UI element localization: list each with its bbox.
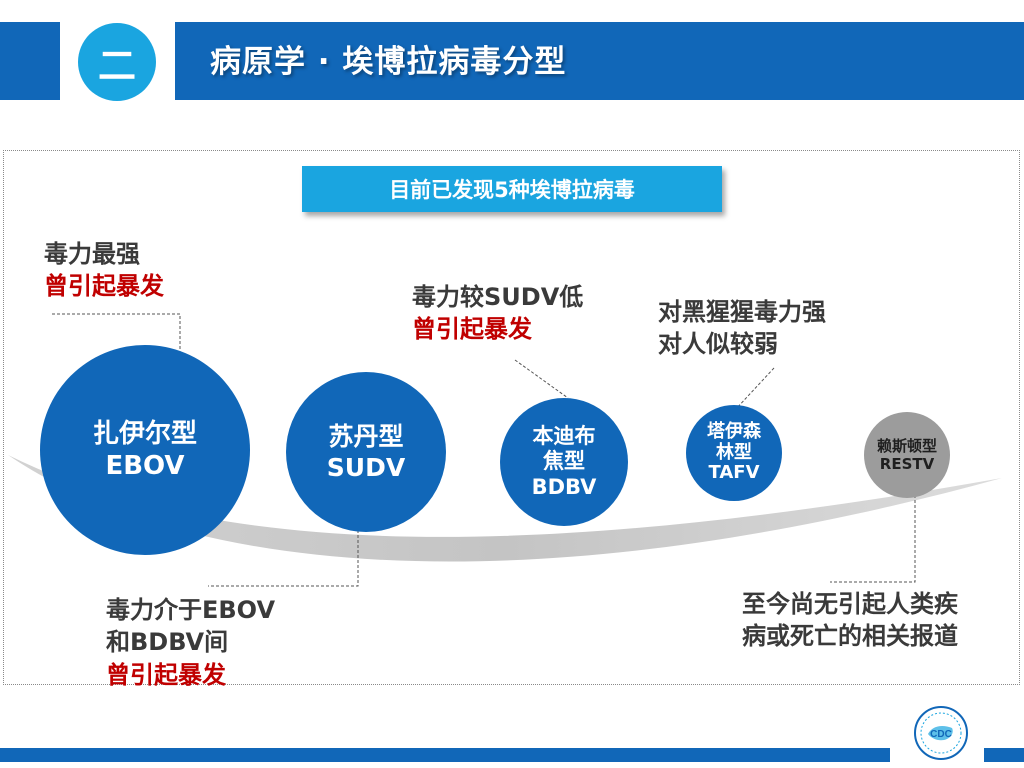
- leader-bdbv: [514, 359, 569, 399]
- strain-restv-name: 赖斯顿型: [876, 437, 937, 455]
- note-ebov: 毒力最强 曾引起暴发: [44, 238, 164, 303]
- strain-restv-code: RESTV: [879, 455, 935, 473]
- strain-ebov-circle: 扎伊尔型 EBOV: [40, 345, 250, 555]
- strain-tafv-code: TAFV: [708, 462, 760, 484]
- logo-text: CDC: [930, 729, 952, 740]
- cdc-logo-icon: CDC: [914, 706, 968, 760]
- leader-sudv: [208, 530, 359, 587]
- note-restv: 至今尚无引起人类疾 病或死亡的相关报道: [742, 588, 958, 653]
- note-sudv-line1: 毒力介于EBOV: [106, 596, 276, 624]
- leader-ebov: [52, 313, 181, 352]
- strain-sudv-name: 苏丹型: [328, 421, 404, 451]
- page-title: 病原学 · 埃博拉病毒分型: [210, 44, 567, 80]
- summary-banner: 目前已发现5种埃博拉病毒: [302, 166, 722, 212]
- note-ebov-text: 毒力最强: [44, 240, 140, 268]
- leader-restv: [830, 490, 916, 583]
- strain-tafv-name-1: 塔伊森: [707, 420, 761, 442]
- strain-ebov-name: 扎伊尔型: [92, 418, 197, 449]
- strain-bdbv-circle: 本迪布 焦型 BDBV: [500, 398, 628, 526]
- note-restv-line2: 病或死亡的相关报道: [742, 622, 958, 651]
- note-restv-line1: 至今尚无引起人类疾: [742, 590, 958, 618]
- strain-sudv-circle: 苏丹型 SUDV: [286, 372, 446, 532]
- note-bdbv-text: 毒力较SUDV低: [412, 283, 584, 311]
- note-bdbv-highlight: 曾引起暴发: [412, 315, 532, 344]
- leader-tafv: [734, 367, 775, 411]
- note-sudv-highlight: 曾引起暴发: [106, 660, 226, 689]
- note-tafv: 对黑猩猩毒力强 对人似较弱: [658, 296, 826, 361]
- strain-bdbv-code: BDBV: [531, 474, 597, 499]
- strain-ebov-code: EBOV: [105, 451, 185, 481]
- footer-band: [0, 748, 1024, 762]
- note-ebov-highlight: 曾引起暴发: [44, 272, 164, 301]
- section-number-badge: 二: [78, 23, 156, 101]
- strain-bdbv-name-2: 焦型: [543, 449, 585, 474]
- note-bdbv: 毒力较SUDV低 曾引起暴发: [412, 281, 583, 346]
- note-sudv-line2: 和BDBV间: [106, 628, 229, 657]
- strain-tafv-circle: 塔伊森 林型 TAFV: [686, 405, 782, 501]
- strain-tafv-name-2: 林型: [716, 441, 752, 463]
- strain-restv-circle: 赖斯顿型 RESTV: [864, 412, 950, 498]
- note-tafv-line1: 对黑猩猩毒力强: [658, 298, 826, 326]
- note-tafv-line2: 对人似较弱: [658, 330, 778, 359]
- strain-bdbv-name-1: 本迪布: [532, 424, 596, 449]
- strain-sudv-code: SUDV: [326, 453, 406, 482]
- note-sudv: 毒力介于EBOV 和BDBV间 曾引起暴发: [106, 594, 275, 691]
- content-frame: [3, 150, 1020, 685]
